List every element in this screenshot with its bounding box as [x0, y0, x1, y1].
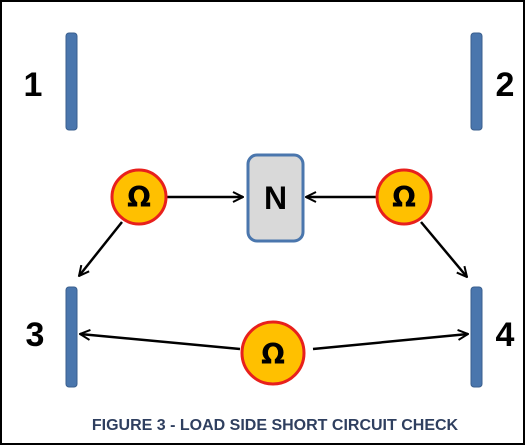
ohmmeter-left: Ω — [110, 168, 168, 226]
ohmmeter-bottom: Ω — [240, 320, 306, 386]
terminal-4-bar — [470, 286, 483, 388]
ohmmeter-right: Ω — [375, 168, 433, 226]
neutral-label: N — [264, 180, 287, 216]
terminal-3-bar — [65, 286, 78, 388]
ohm-symbol-bottom: Ω — [261, 338, 285, 371]
arrow-bottom-meter-to-terminal-3 — [80, 334, 241, 351]
figure-caption: FIGURE 3 - LOAD SIDE SHORT CIRCUIT CHECK — [92, 417, 459, 434]
arrow-bottom-meter-to-terminal-4 — [312, 334, 468, 351]
arrow-left-meter-to-terminal-3 — [79, 221, 123, 276]
terminal-1-bar — [65, 32, 78, 131]
terminal-4-label: 4 — [496, 316, 515, 354]
terminal-3-label: 3 — [26, 316, 45, 354]
neutral-block: N — [246, 153, 305, 243]
arrow-right-meter-to-terminal-4 — [420, 221, 467, 277]
ohm-symbol-left: Ω — [127, 181, 151, 214]
terminal-1-label: 1 — [24, 66, 43, 104]
terminal-2-bar — [470, 32, 483, 131]
terminal-2-label: 2 — [496, 66, 515, 104]
ohm-symbol-right: Ω — [392, 181, 416, 214]
